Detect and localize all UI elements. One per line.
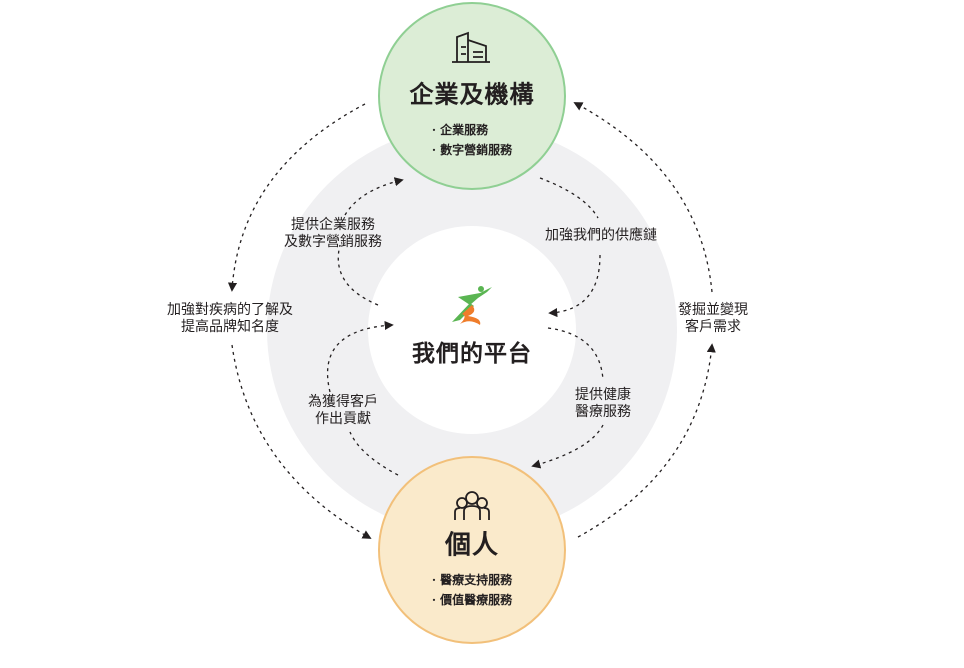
- arrow-enterprise-to-platform: [539, 177, 601, 313]
- flow-label-platform-to-enterprise: 提供企業服務 及數字營銷服務: [284, 217, 382, 251]
- flow-label-individual-to-platform: 為獲得客戶 作出貢獻: [308, 394, 378, 428]
- flow-label-line: 及數字營銷服務: [284, 234, 382, 250]
- individual-circle: [378, 456, 566, 644]
- flow-label-line: 加強我們的供應鏈: [545, 227, 657, 244]
- flow-label-line: 發掘並變現: [678, 302, 748, 318]
- flow-label-enterprise-to-individual: 加強對疾病的了解及 提高品牌知名度: [167, 302, 293, 336]
- flow-label-line: 客戶需求: [685, 319, 741, 335]
- individual-service-item: · 醫療支持服務: [431, 573, 513, 587]
- flow-label-line: 提供健康: [575, 387, 631, 403]
- enterprise-circle: [378, 2, 566, 190]
- arrow-individual-to-platform: [326, 325, 398, 476]
- arrow-enterprise-to-individual-2: [231, 344, 372, 539]
- platform-core: [368, 226, 576, 434]
- arrow-platform-to-enterprise: [337, 180, 402, 306]
- flow-label-platform-to-individual: 提供健康 醫療服務: [575, 387, 631, 421]
- individual-services: · 醫療支持服務 · 價值醫療服務: [432, 570, 512, 610]
- flow-label-line: 醫療服務: [575, 404, 631, 420]
- individual-service-item: · 價值醫療服務: [431, 593, 513, 607]
- arrow-individual-to-enterprise-2: [573, 102, 713, 293]
- flow-label-enterprise-to-platform: 加強我們的供應鏈: [545, 228, 657, 245]
- building-icon: [452, 31, 490, 63]
- flow-label-line: 提供企業服務: [291, 217, 375, 233]
- platform-title: 我們的平台: [412, 341, 532, 367]
- arrow-platform-to-individual: [533, 327, 604, 466]
- enterprise-title: 企業及機構: [409, 80, 535, 109]
- runner-logo-icon: [452, 286, 492, 325]
- flow-label-line: 作出貢獻: [315, 411, 371, 427]
- flow-label-line: 提高品牌知名度: [181, 319, 279, 335]
- individual-title: 個人: [444, 530, 500, 561]
- enterprise-service-item: · 企業服務: [431, 123, 489, 137]
- arrow-enterprise-to-individual: [227, 103, 366, 292]
- enterprise-services: · 企業服務 · 數字營銷服務: [432, 120, 512, 160]
- enterprise-service-item: · 數字營銷服務: [431, 143, 513, 157]
- flow-label-line: 加強對疾病的了解及: [167, 302, 293, 318]
- flow-label-individual-to-enterprise: 發掘並變現 客戶需求: [678, 302, 748, 336]
- flow-label-line: 為獲得客戶: [308, 394, 378, 410]
- people-icon: [454, 491, 490, 520]
